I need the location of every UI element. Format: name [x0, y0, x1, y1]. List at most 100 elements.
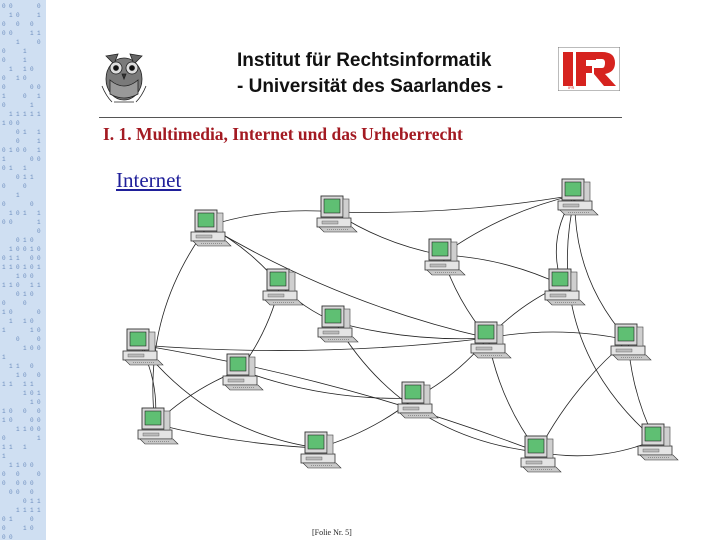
- svg-text:1: 1: [2, 264, 6, 271]
- svg-text:1: 1: [30, 174, 34, 181]
- svg-text:1: 1: [30, 30, 34, 37]
- svg-text:1: 1: [16, 111, 20, 118]
- svg-text:1: 1: [23, 237, 27, 244]
- svg-text:1: 1: [30, 282, 34, 289]
- svg-text:0: 0: [2, 525, 6, 532]
- svg-text:1: 1: [16, 75, 20, 82]
- svg-text:1: 1: [16, 273, 20, 280]
- svg-text:1: 1: [37, 282, 41, 289]
- svg-text:0: 0: [9, 417, 13, 424]
- computer-icon: [557, 178, 599, 216]
- svg-text:1: 1: [2, 453, 6, 460]
- svg-text:0: 0: [37, 309, 41, 316]
- svg-text:1: 1: [9, 12, 13, 19]
- svg-text:1: 1: [9, 255, 13, 262]
- svg-text:1: 1: [23, 129, 27, 136]
- svg-text:1: 1: [30, 381, 34, 388]
- svg-text:1: 1: [2, 381, 6, 388]
- network-link: [441, 194, 576, 256]
- svg-text:0: 0: [30, 318, 34, 325]
- svg-text:0: 0: [30, 255, 34, 262]
- svg-text:0: 0: [16, 489, 20, 496]
- computer-icon: [262, 268, 304, 306]
- network-link: [566, 194, 656, 441]
- svg-text:0: 0: [16, 210, 20, 217]
- svg-text:0: 0: [2, 201, 6, 208]
- svg-text:1: 1: [9, 462, 13, 469]
- svg-text:0: 0: [9, 534, 13, 540]
- svg-text:0: 0: [37, 3, 41, 10]
- svg-text:1: 1: [23, 48, 27, 55]
- svg-text:1: 1: [9, 282, 13, 289]
- svg-text:0: 0: [30, 345, 34, 352]
- svg-text:1: 1: [23, 291, 27, 298]
- svg-text:1: 1: [2, 309, 6, 316]
- svg-text:1: 1: [9, 363, 13, 370]
- svg-text:1: 1: [23, 210, 27, 217]
- svg-text:0: 0: [30, 390, 34, 397]
- svg-text:0: 0: [30, 264, 34, 271]
- svg-text:0: 0: [37, 408, 41, 415]
- svg-text:0: 0: [23, 498, 27, 505]
- svg-text:0: 0: [2, 165, 6, 172]
- svg-text:1: 1: [37, 129, 41, 136]
- network-link: [154, 423, 319, 449]
- svg-text:1: 1: [16, 192, 20, 199]
- svg-text:0: 0: [23, 246, 27, 253]
- svg-text:1: 1: [9, 111, 13, 118]
- svg-text:1: 1: [37, 210, 41, 217]
- svg-text:0: 0: [16, 21, 20, 28]
- ifr-logo: IFR: [558, 47, 620, 91]
- svg-text:0: 0: [37, 336, 41, 343]
- svg-text:0: 0: [16, 138, 20, 145]
- svg-text:1: 1: [30, 399, 34, 406]
- svg-text:1: 1: [37, 435, 41, 442]
- network-link: [487, 331, 629, 341]
- computer-icon: [424, 238, 466, 276]
- svg-text:0: 0: [37, 39, 41, 46]
- svg-text:0: 0: [37, 471, 41, 478]
- svg-text:0: 0: [23, 183, 27, 190]
- svg-text:1: 1: [23, 165, 27, 172]
- svg-text:1: 1: [23, 318, 27, 325]
- university-name: - Universität des Saarlandes -: [237, 76, 504, 97]
- svg-text:0: 0: [16, 129, 20, 136]
- svg-text:1: 1: [37, 138, 41, 145]
- svg-text:0: 0: [23, 93, 27, 100]
- svg-text:1: 1: [23, 66, 27, 73]
- svg-text:1: 1: [2, 156, 6, 163]
- svg-text:1: 1: [9, 147, 13, 154]
- svg-text:1: 1: [9, 318, 13, 325]
- svg-text:1: 1: [2, 282, 6, 289]
- svg-text:0: 0: [30, 363, 34, 370]
- svg-text:0: 0: [9, 309, 13, 316]
- svg-text:1: 1: [30, 102, 34, 109]
- svg-text:1: 1: [16, 363, 20, 370]
- svg-text:0: 0: [2, 75, 6, 82]
- svg-text:1: 1: [23, 111, 27, 118]
- network-link: [239, 369, 416, 399]
- svg-text:0: 0: [2, 300, 6, 307]
- svg-text:0: 0: [23, 273, 27, 280]
- svg-text:1: 1: [37, 264, 41, 271]
- svg-text:1: 1: [37, 507, 41, 514]
- svg-text:0: 0: [2, 102, 6, 109]
- computer-icon: [137, 407, 179, 445]
- computer-icon: [316, 195, 358, 233]
- svg-text:0: 0: [30, 417, 34, 424]
- svg-text:1: 1: [23, 525, 27, 532]
- svg-text:1: 1: [9, 66, 13, 73]
- svg-text:1: 1: [23, 444, 27, 451]
- svg-text:1: 1: [9, 264, 13, 271]
- svg-text:1: 1: [37, 30, 41, 37]
- svg-text:1: 1: [37, 111, 41, 118]
- svg-text:0: 0: [30, 237, 34, 244]
- svg-text:0: 0: [23, 300, 27, 307]
- svg-text:0: 0: [37, 426, 41, 433]
- svg-text:1: 1: [23, 381, 27, 388]
- svg-text:0: 0: [37, 228, 41, 235]
- network-link: [139, 344, 539, 453]
- svg-text:0: 0: [23, 372, 27, 379]
- svg-text:0: 0: [16, 246, 20, 253]
